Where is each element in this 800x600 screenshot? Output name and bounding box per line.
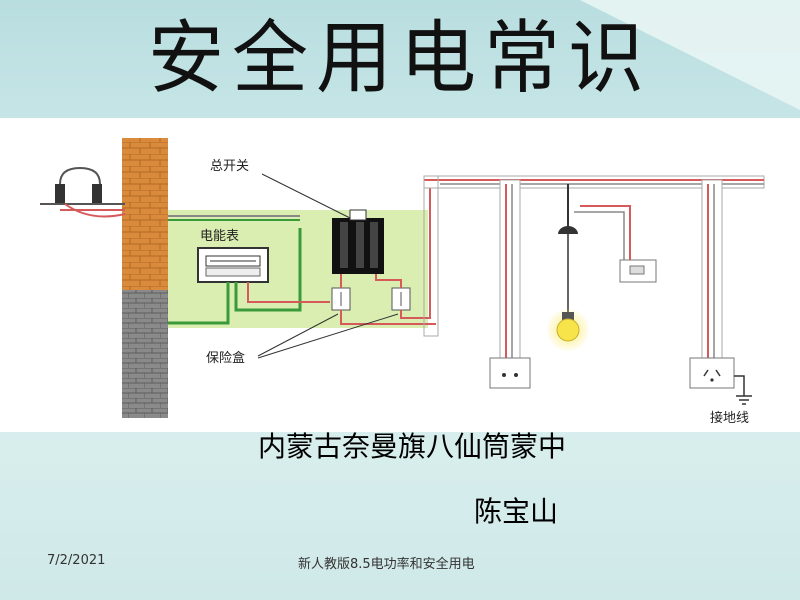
ground-wire-label: 接地线 bbox=[710, 410, 749, 426]
main-switch-icon bbox=[332, 209, 384, 274]
author-school: 内蒙古奈曼旗八仙筒蒙中 bbox=[258, 430, 567, 463]
author-name: 陈宝山 bbox=[474, 495, 559, 528]
fuse-box-label: 保险盒 bbox=[206, 350, 245, 366]
ground-icon bbox=[734, 375, 752, 405]
grounded-socket-icon bbox=[689, 357, 735, 389]
meter-label: 电能表 bbox=[200, 229, 239, 244]
fuse-box-icon bbox=[331, 287, 411, 311]
main-switch-label: 总开关 bbox=[210, 159, 249, 174]
wiring-diagram-svg: 电能表 总开关 保险盒 bbox=[40, 138, 765, 426]
slide-title: 安全用电常识 bbox=[148, 10, 652, 105]
meter-icon bbox=[197, 247, 269, 283]
brick-wall bbox=[122, 138, 168, 290]
corner-decoration bbox=[580, 0, 800, 110]
socket-icon bbox=[489, 357, 531, 389]
stone-base bbox=[122, 290, 168, 418]
footer-title: 新人教版8.5电功率和安全用电 bbox=[298, 557, 475, 572]
light-switch-icon bbox=[619, 259, 657, 283]
wiring-diagram: 电能表 总开关 保险盒 bbox=[0, 118, 800, 432]
light-bulb-icon bbox=[546, 308, 590, 352]
footer-date: 7/2/2021 bbox=[47, 553, 106, 568]
insulator-icon bbox=[40, 166, 126, 218]
